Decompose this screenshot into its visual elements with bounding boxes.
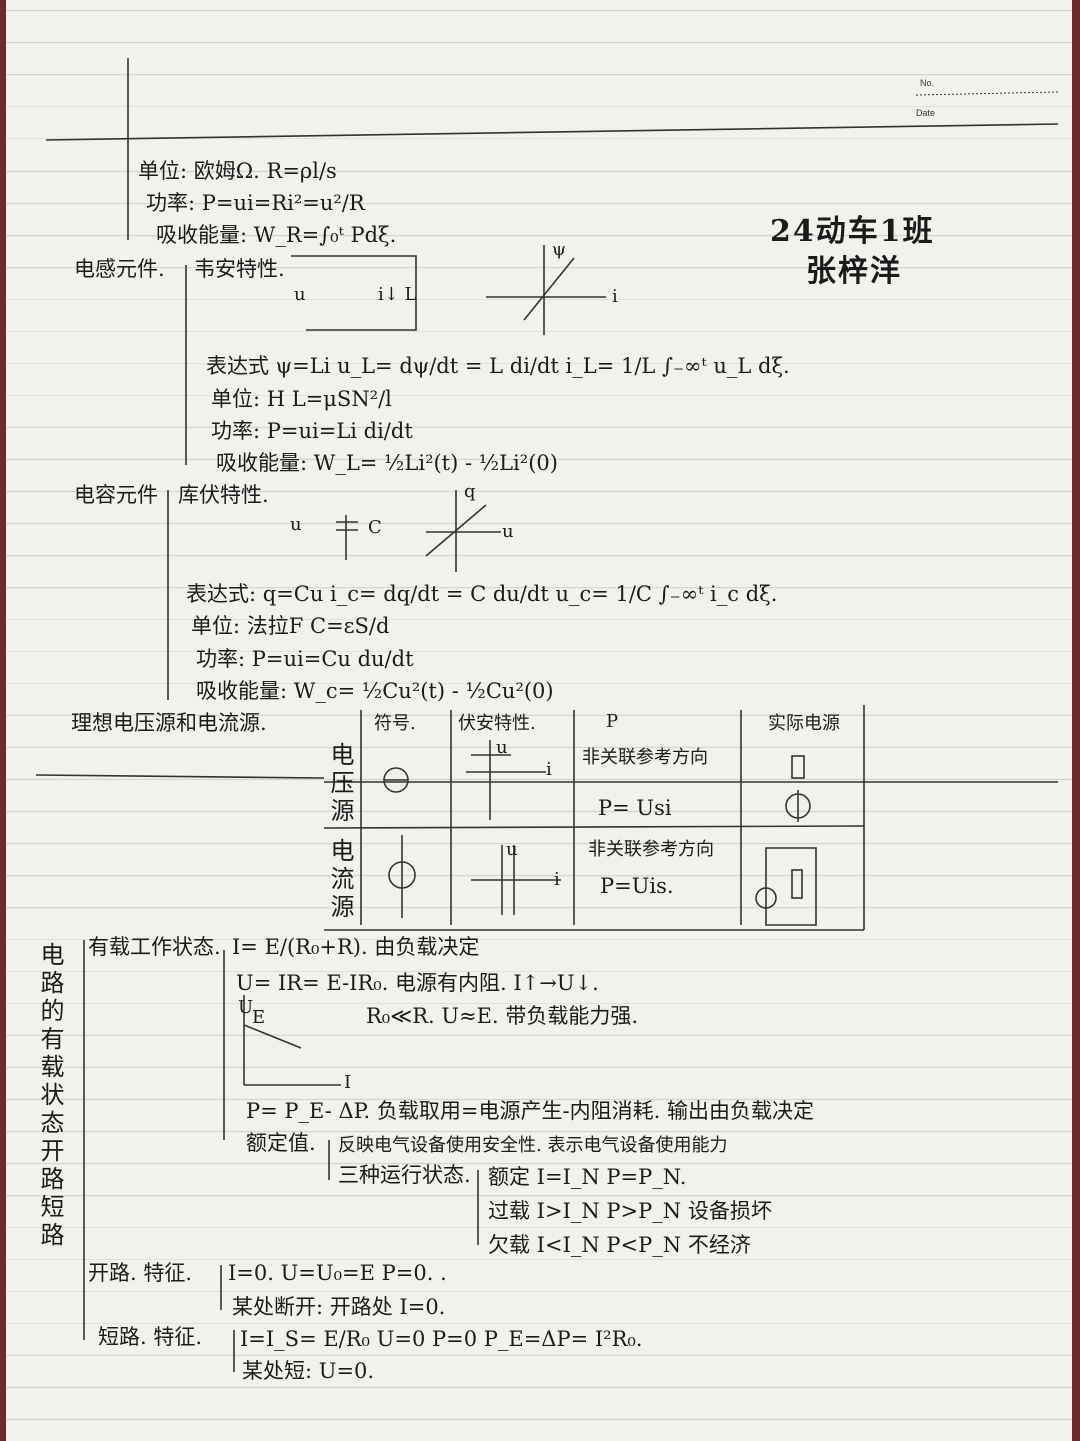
inductor-expression: 表达式 ψ=Li u_L= dψ/dt = L di/dt i_L= 1/L ∫… xyxy=(206,354,790,378)
header-date-label: Date xyxy=(916,108,936,118)
capacitor-unit: 单位: 法拉F C=εS/d xyxy=(191,614,390,638)
inductor-unit: 单位: H L=μSN²/l xyxy=(211,387,392,411)
inductor-power: 功率: P=ui=Li di/dt xyxy=(211,419,413,443)
capacitor-axis-u: u xyxy=(502,521,514,542)
student-name: 张梓洋 xyxy=(806,254,902,289)
states-side-title: 电路的有载状态开路短路 xyxy=(36,942,64,1250)
cs-axis-i: i xyxy=(554,869,560,890)
cs-axis-u: u xyxy=(506,839,518,860)
capacitor-label-c: C xyxy=(368,517,382,538)
resistor-energy: 吸收能量: W_R=∫₀ᵗ Pdξ. xyxy=(156,223,397,247)
capacitor-energy: 吸收能量: W_c= ½Cu²(t) - ½Cu²(0) xyxy=(196,679,554,703)
sources-title: 理想电压源和电流源. xyxy=(71,711,267,735)
inductor-label-u: u xyxy=(294,284,306,305)
header-no-label: No. xyxy=(920,78,935,88)
inductor-axis-i: i xyxy=(612,286,618,307)
graph-u: U xyxy=(238,997,254,1018)
capacitor-label-u: u xyxy=(290,514,302,535)
graph-i: I xyxy=(344,1072,352,1093)
inductor-char: 韦安特性. xyxy=(194,257,285,281)
vs-axis-u: u xyxy=(496,737,508,758)
capacitor-title: 电容元件 xyxy=(74,483,158,507)
header-rule xyxy=(45,123,1059,141)
sources-col-p: P xyxy=(606,711,619,732)
cs-p-note: 非关联参考方向 xyxy=(588,839,714,860)
notebook-page: No. Date 24动车1班 张梓洋 单位: 欧姆Ω. R=ρl/s 功率: … xyxy=(6,0,1072,1441)
vs-p: P= Usi xyxy=(598,796,672,820)
loaded-line4: P= P_E- ΔP. 负载取用=电源产生-内阻消耗. 输出由负载决定 xyxy=(246,1099,814,1123)
rated-value: 额定值. xyxy=(246,1131,316,1155)
inductor-energy: 吸收能量: W_L= ½Li²(t) - ½Li²(0) xyxy=(216,451,558,475)
sources-row-current: 电流源 xyxy=(326,838,354,922)
loaded-line1: I= E/(R₀+R). 由负载决定 xyxy=(232,935,480,959)
short-circuit: 短路. 特征. xyxy=(98,1325,203,1349)
loaded-line3: R₀≪R. U≈E. 带负载能力强. xyxy=(366,1004,639,1028)
rated-desc: 反映电气设备使用安全性. 表示电气设备使用能力 xyxy=(338,1135,728,1156)
sources-col-char: 伏安特性. xyxy=(458,713,536,734)
page-lines xyxy=(35,58,1059,1372)
loaded-state: 有载工作状态. xyxy=(88,935,221,959)
short-line1: I=I_S= E/R₀ U=0 P=0 P_E=ΔP= I²R₀. xyxy=(240,1327,643,1351)
capacitor-axis-q: q xyxy=(464,481,476,502)
sources-col-real: 实际电源 xyxy=(768,713,840,734)
open-circuit: 开路. 特征. xyxy=(88,1261,193,1285)
sources-row-voltage: 电压源 xyxy=(326,742,354,826)
inductor-axis-psi: ψ xyxy=(552,239,567,260)
sources-col-symbol: 符号. xyxy=(374,713,416,734)
class-name: 24动车1班 xyxy=(770,214,935,249)
cs-p: P=Uis. xyxy=(600,874,674,898)
state-rated: 额定 I=I_N P=P_N. xyxy=(488,1165,687,1189)
graph-e: E xyxy=(252,1007,266,1028)
vs-axis-i: i xyxy=(546,759,552,780)
inductor-label-il: i↓ L xyxy=(378,284,417,305)
open-line1: I=0. U=U₀=E P=0. . xyxy=(228,1261,447,1285)
short-line2: 某处短: U=0. xyxy=(242,1359,375,1383)
resistor-unit: 单位: 欧姆Ω. R=ρl/s xyxy=(138,159,337,183)
state-underload: 欠载 I<I_N P<P_N 不经济 xyxy=(488,1233,751,1257)
state-overload: 过载 I>I_N P>P_N 设备损坏 xyxy=(488,1199,772,1223)
resistor-power: 功率: P=ui=Ri²=u²/R xyxy=(146,191,365,215)
inductor-title: 电感元件. xyxy=(74,257,165,281)
three-states: 三种运行状态. xyxy=(338,1163,471,1187)
capacitor-char: 库伏特性. xyxy=(178,483,269,507)
vs-p-note: 非关联参考方向 xyxy=(582,747,708,768)
open-line2: 某处断开: 开路处 I=0. xyxy=(232,1295,446,1319)
loaded-line2: U= IR= E-IR₀. 电源有内阻. I↑→U↓. xyxy=(236,971,599,995)
capacitor-expression: 表达式: q=Cu i_c= dq/dt = C du/dt u_c= 1/C … xyxy=(186,582,778,606)
capacitor-power: 功率: P=ui=Cu du/dt xyxy=(196,647,414,671)
